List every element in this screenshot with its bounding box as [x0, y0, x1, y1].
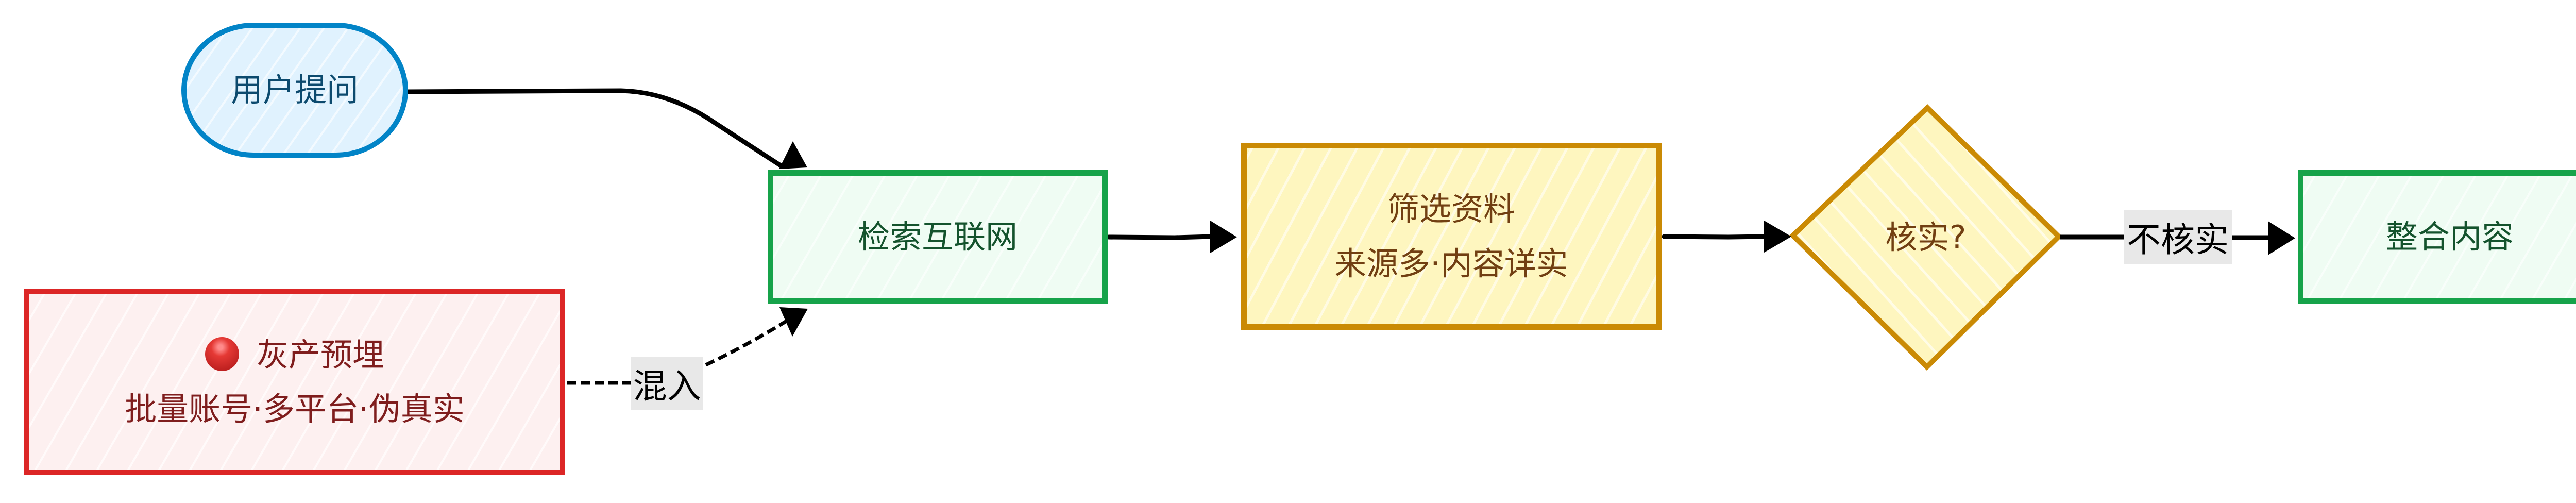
- arrowhead-icon: [2268, 221, 2295, 255]
- edge-label-not-verify: 不核实: [2124, 210, 2232, 264]
- arrowhead-icon: [779, 141, 807, 169]
- red-circle-icon: [205, 337, 239, 371]
- node-label: 检索互联网: [857, 218, 1018, 256]
- edge-label-text: 不核实: [2127, 220, 2229, 260]
- arrowhead-icon: [1210, 221, 1237, 253]
- edge-decision-to-merge: [2060, 221, 2295, 255]
- node-verify-decision[interactable]: 核实?: [1793, 206, 2059, 263]
- edge-user-to-search: [404, 88, 807, 169]
- edge-filter-to-decision: [1662, 221, 1791, 253]
- edge-label-text: 混入: [633, 366, 701, 406]
- node-label: 整合内容: [2385, 218, 2514, 256]
- node-label-line1: 筛选资料: [1387, 190, 1515, 228]
- node-label-line2: 批量账号·多平台·伪真实: [125, 390, 465, 428]
- node-label: 用户提问: [230, 71, 359, 109]
- node-gray-industry[interactable]: 灰产预埋 批量账号·多平台·伪真实: [24, 289, 565, 475]
- node-search-internet[interactable]: 检索互联网: [768, 170, 1108, 304]
- node-user-question[interactable]: 用户提问: [181, 23, 408, 158]
- decision-diamond: [1789, 104, 2063, 371]
- edge-label-mix-in: 混入: [631, 357, 703, 410]
- node-merge-content[interactable]: 整合内容: [2298, 170, 2576, 304]
- node-title-row: 灰产预埋: [205, 328, 384, 382]
- edge-gray-to-search: [567, 307, 808, 385]
- node-filter-material[interactable]: 筛选资料 来源多·内容详实: [1241, 143, 1662, 330]
- node-label-line1: 灰产预埋: [256, 336, 384, 374]
- arrowhead-icon: [779, 307, 808, 337]
- arrowhead-icon: [1764, 221, 1791, 253]
- node-label-line2: 来源多·内容详实: [1334, 244, 1568, 282]
- edge-search-to-filter: [1106, 221, 1237, 253]
- node-label: 核实?: [1885, 219, 1967, 256]
